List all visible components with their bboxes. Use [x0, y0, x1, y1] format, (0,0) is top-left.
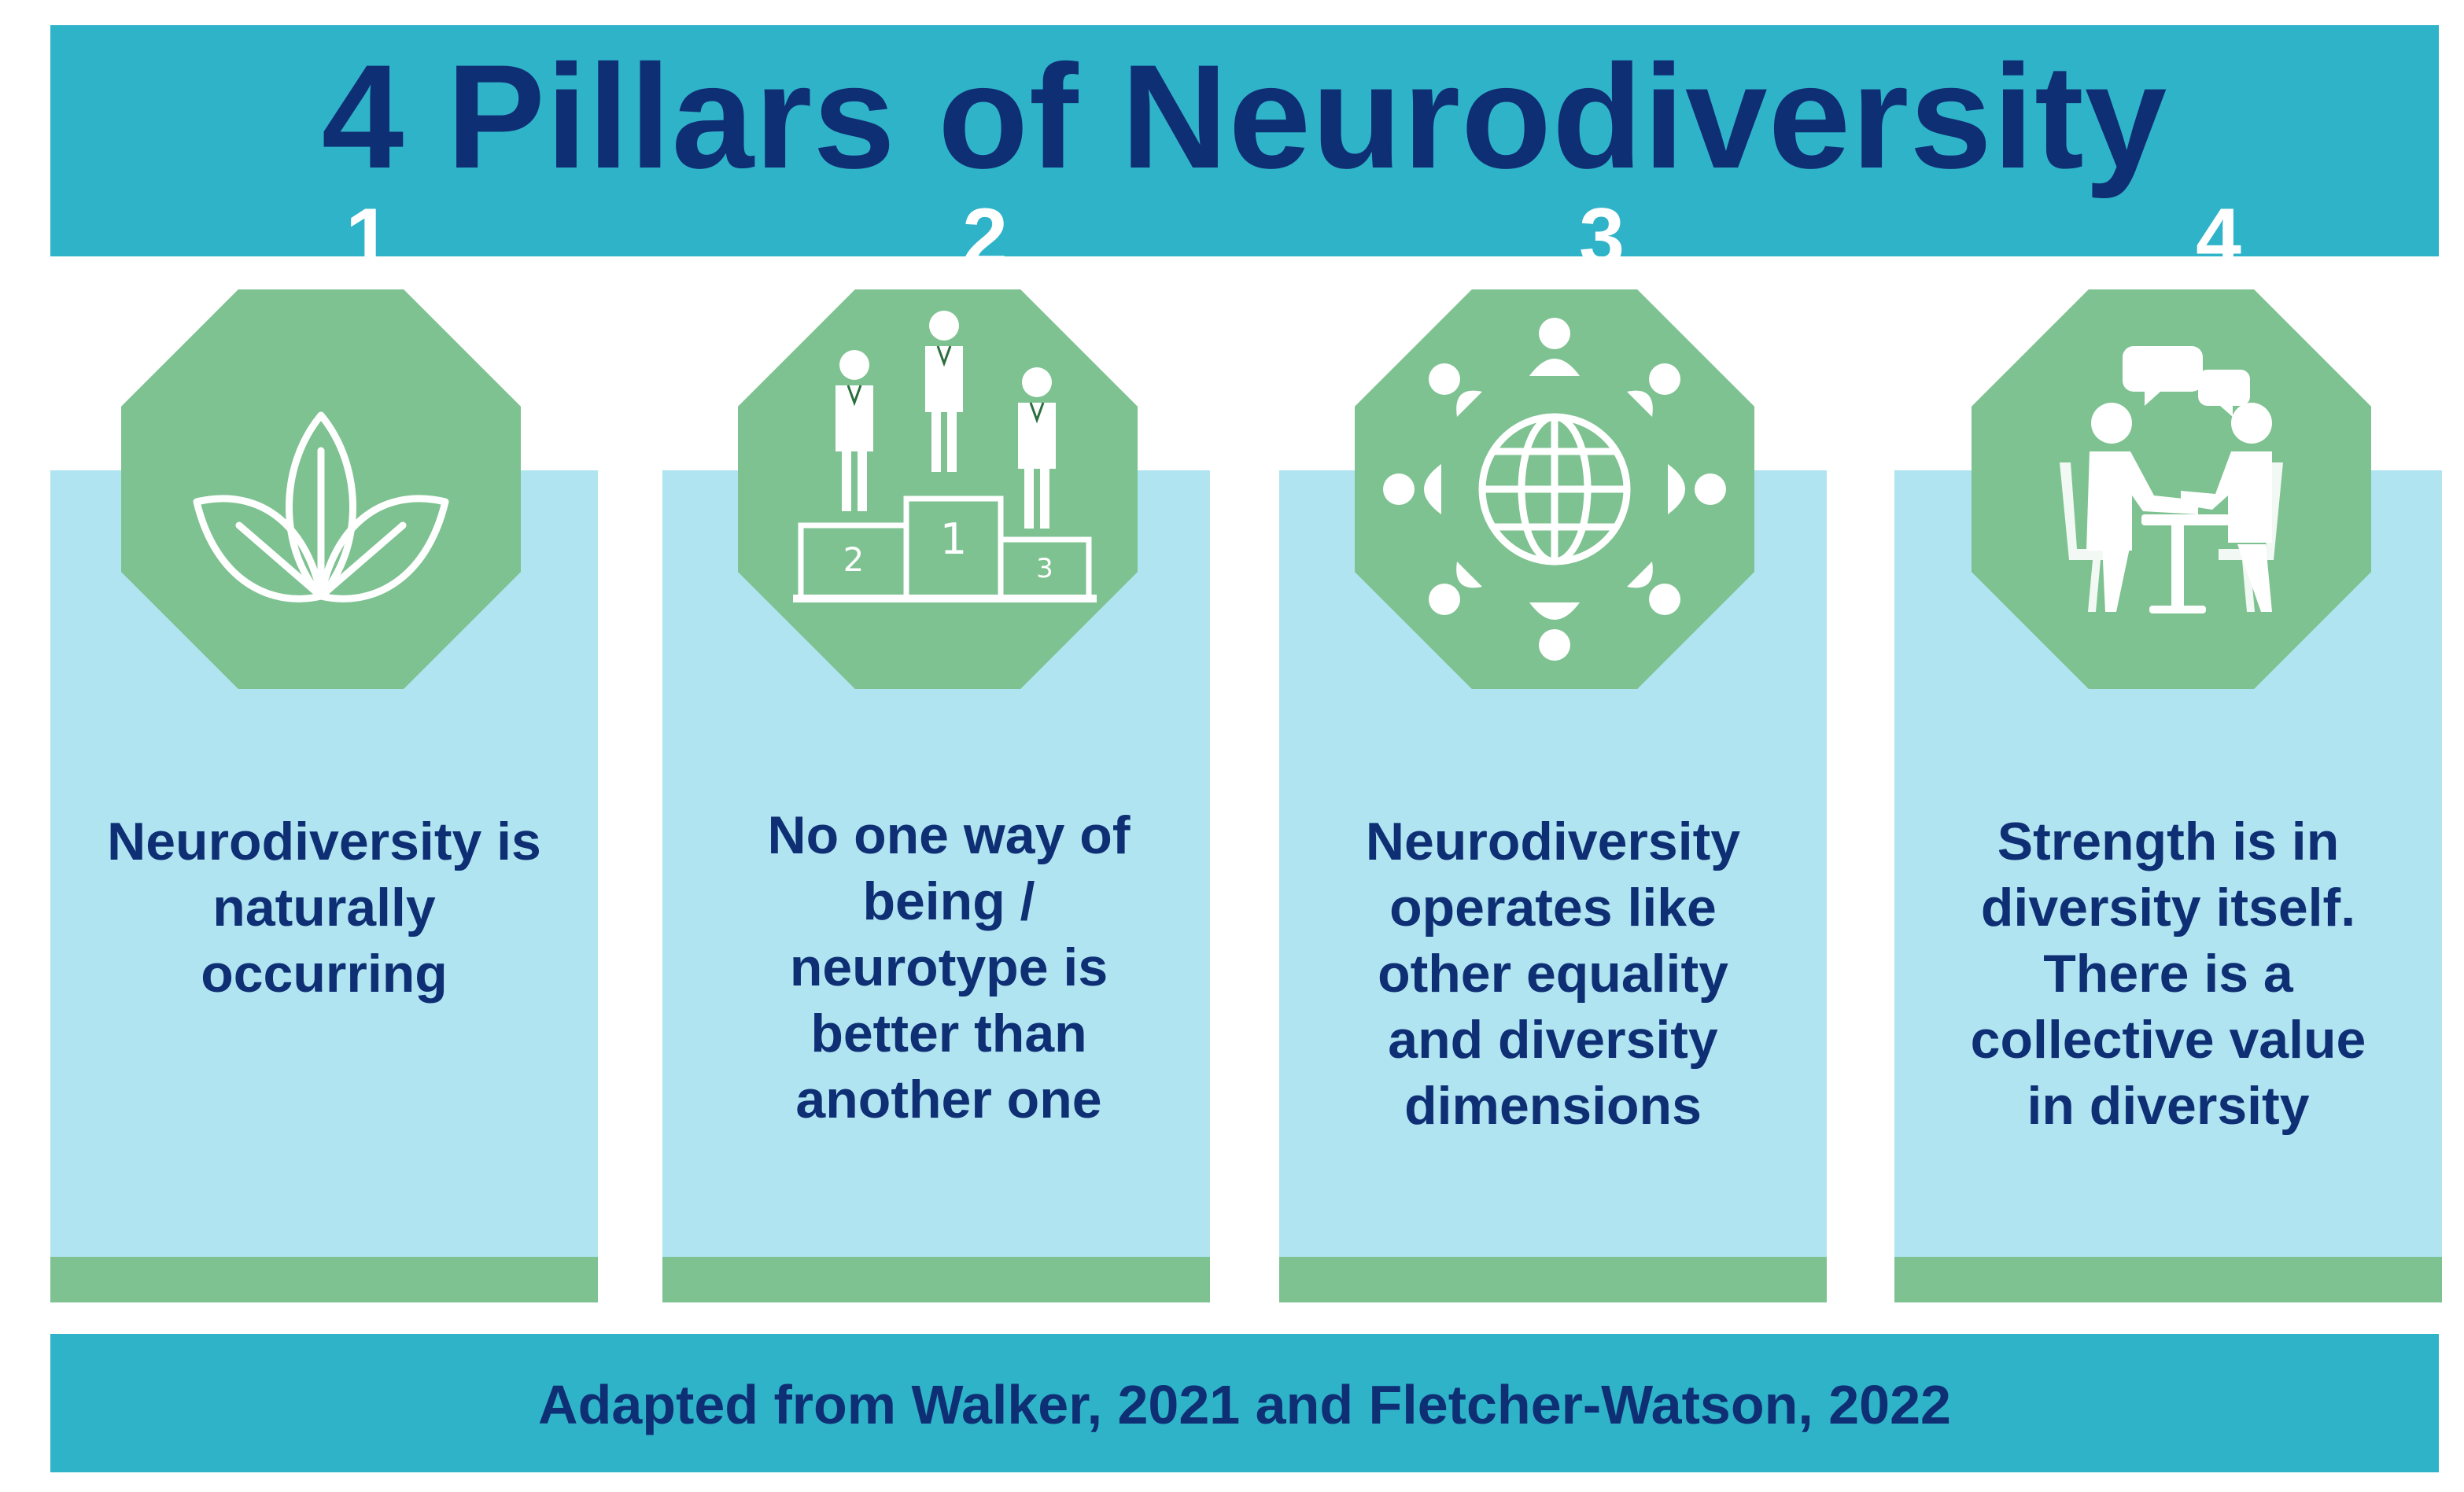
people-conversation-icon: [1972, 289, 2371, 689]
pillar-number-2: 2: [962, 192, 1008, 283]
pillar-text-3: Neurodiversity operates like other equal…: [1365, 812, 1741, 1136]
panel-accent-bar: [50, 1257, 598, 1302]
header-banner: 4 Pillars of Neurodiversity 1 2 3 4: [50, 25, 2439, 278]
panel-accent-bar: [1894, 1257, 2442, 1302]
pillar-text-4: Strength is in diversity itself. There i…: [1970, 812, 2366, 1136]
podium-label-1: 1: [940, 514, 967, 564]
pillar-panel-4: [1894, 470, 2442, 1302]
panel-accent-bar: [662, 1257, 1210, 1302]
podium-label-2: 2: [843, 540, 865, 579]
pillar-panel-2: [662, 470, 1210, 1302]
page-title: 4 Pillars of Neurodiversity: [321, 34, 2168, 199]
pillar-text-1: Neurodiversity is naturally occurring: [107, 812, 541, 1004]
globe-people-icon: [1355, 289, 1754, 689]
pillar-number-1: 1: [345, 192, 391, 283]
podium-icon: 2 1 3: [738, 289, 1138, 689]
footer-banner: Adapted from Walker, 2021 and Fletcher-W…: [50, 1334, 2439, 1472]
pillar-text-2: No one way of being / neurotype is bette…: [767, 805, 1131, 1129]
source-citation: Adapted from Walker, 2021 and Fletcher-W…: [538, 1374, 1951, 1435]
podium-label-3: 3: [1036, 553, 1053, 584]
panel-accent-bar: [1279, 1257, 1827, 1302]
plant-sprout-icon: [121, 289, 521, 689]
pillar-number-3: 3: [1579, 192, 1625, 283]
pillar-number-4: 4: [2196, 192, 2241, 283]
